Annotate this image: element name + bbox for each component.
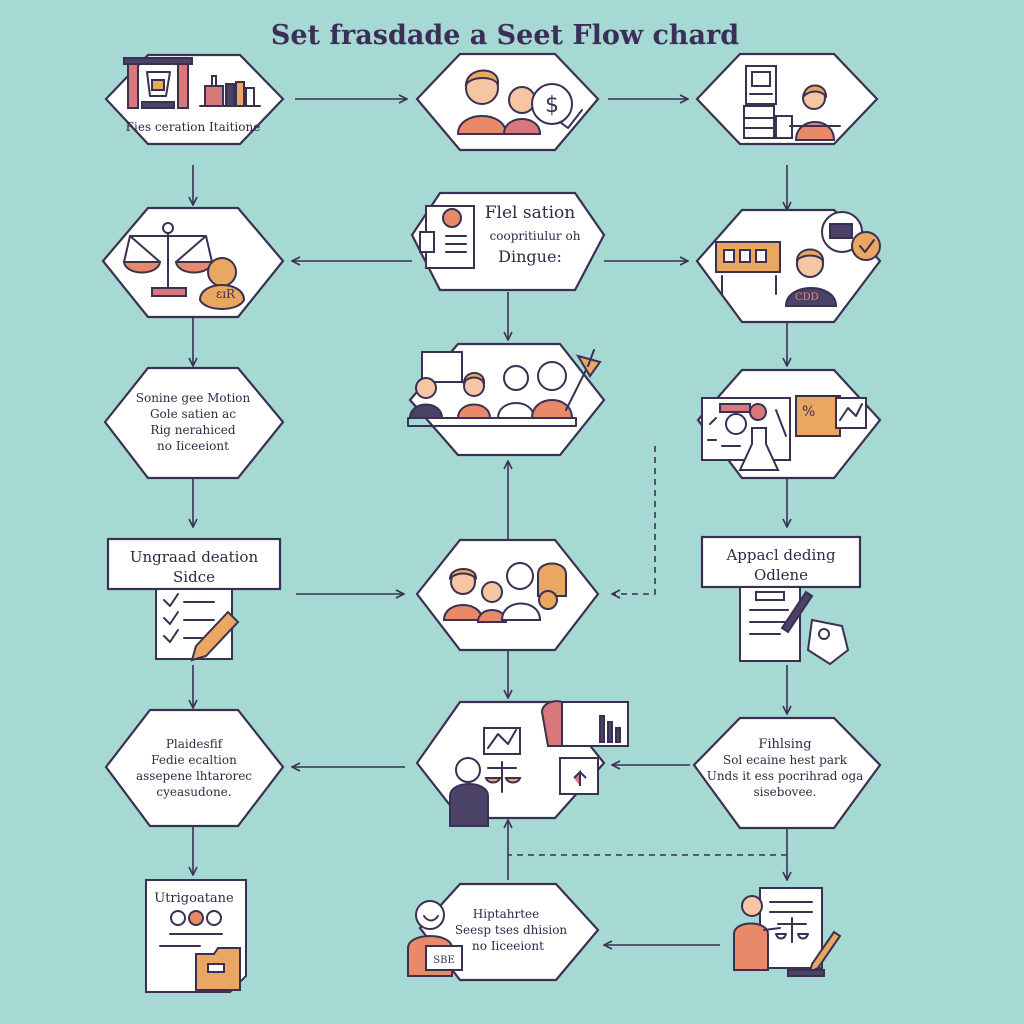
dollar-check-icon: $ bbox=[531, 83, 583, 129]
office-desk-icon bbox=[743, 65, 841, 141]
node-line: assepene lhtarorec bbox=[136, 769, 252, 783]
node-line: coopritiulur oh bbox=[490, 229, 581, 243]
connectors bbox=[193, 99, 787, 945]
chat-bubble-icon bbox=[821, 211, 881, 261]
node-line: Hiptahrtee bbox=[473, 907, 539, 921]
node-line: no Iiceeiont bbox=[157, 439, 229, 453]
pillars-icon bbox=[123, 57, 261, 109]
node-analysis bbox=[415, 700, 629, 827]
podium-icon bbox=[540, 700, 629, 795]
node-label: Fies ceration Itaitione bbox=[126, 120, 261, 134]
lamp-icon bbox=[565, 349, 602, 411]
people-group-icon bbox=[159, 910, 223, 947]
node-fihlsing: Fihlsing Sol ecaine hest park Unds it es… bbox=[692, 716, 882, 830]
node-appacl-deding: Appacl deding Odlene bbox=[700, 535, 862, 666]
node-line: cyeasudone. bbox=[156, 785, 231, 799]
svg-text:$: $ bbox=[545, 93, 559, 118]
tag-icon bbox=[806, 618, 850, 666]
diagram-title: Set frasdade a Seet Flow chard bbox=[271, 20, 739, 51]
folder-icon bbox=[195, 947, 241, 991]
svg-text:CDD: CDD bbox=[795, 292, 819, 303]
node-meeting: CDD bbox=[695, 208, 882, 324]
person-money-icon: ɛɪR bbox=[198, 257, 246, 310]
node-line: Plaidesfif bbox=[166, 737, 224, 751]
node-title: Appacl deding bbox=[725, 546, 835, 564]
node-title: Sidce bbox=[173, 568, 215, 586]
person-icon: CDD bbox=[784, 248, 838, 307]
svg-text:ɛɪR: ɛɪR bbox=[216, 287, 236, 301]
family-icon bbox=[442, 562, 567, 623]
node-flel-sation: Flel sation coopritiulur oh Dingue: bbox=[410, 191, 606, 292]
node-line: Sol ecaine hest park bbox=[723, 753, 848, 767]
sign-text: SBE bbox=[433, 955, 455, 966]
node-team bbox=[407, 342, 606, 457]
justice-scale-icon bbox=[122, 222, 214, 297]
node-title: Ungraad deation bbox=[130, 548, 259, 566]
pencil-icon bbox=[190, 610, 240, 662]
node-fies-ceration: Fies ceration Itaitione bbox=[104, 53, 285, 146]
node-justice: ɛɪR bbox=[101, 206, 285, 319]
node-presenter bbox=[733, 887, 842, 977]
node-title: Flel sation bbox=[485, 203, 575, 223]
node-sonine-motion: Sonine gee Motion Gole satien ac Rig ner… bbox=[103, 366, 285, 480]
node-line: Rig nerahiced bbox=[150, 423, 235, 437]
dashed-arrow-n9-n11 bbox=[612, 446, 656, 594]
node-title: Fihlsing bbox=[758, 737, 811, 752]
node-office bbox=[695, 52, 879, 146]
node-people-finance: $ bbox=[415, 52, 600, 152]
document-icon bbox=[419, 205, 475, 269]
node-line: no Iiceeiont bbox=[472, 939, 544, 953]
node-family bbox=[415, 538, 600, 652]
node-line: sisebovee. bbox=[754, 785, 817, 799]
node-line: Unds it ess pocrihrad oga bbox=[707, 769, 864, 783]
people-icon bbox=[456, 69, 542, 135]
chart-lab-icon: % bbox=[701, 395, 867, 471]
node-line: Seesp tses dhision bbox=[455, 923, 568, 937]
node-title: Utrigoatane bbox=[154, 891, 234, 906]
node-lab-analysis: % bbox=[696, 368, 882, 480]
presenter-icon bbox=[733, 887, 842, 977]
clipboard-icon bbox=[739, 586, 814, 662]
node-ungraad-deation: Ungraad deation Sidce bbox=[106, 537, 282, 662]
justice-scale-icon bbox=[484, 761, 522, 793]
team-icon bbox=[407, 351, 577, 427]
svg-text:%: % bbox=[802, 404, 815, 420]
node-utrigoatane: Utrigoatane bbox=[145, 879, 247, 993]
node-line: Dingue: bbox=[498, 247, 562, 266]
node-plaidesfif: Plaidesfif Fedie ecaltion assepene lhtar… bbox=[104, 708, 285, 828]
analyst-icon bbox=[449, 727, 521, 827]
node-hiptahrtee: Hiptahrtee Seesp tses dhision no Iiceeio… bbox=[407, 882, 600, 982]
node-line: Gole satien ac bbox=[150, 407, 236, 421]
node-line: Fedie ecaltion bbox=[151, 753, 237, 767]
node-title: Odlene bbox=[754, 566, 808, 584]
user-sign-icon: SBE bbox=[407, 900, 463, 977]
node-line: Sonine gee Motion bbox=[136, 391, 251, 405]
presentation-board-icon bbox=[715, 241, 781, 295]
